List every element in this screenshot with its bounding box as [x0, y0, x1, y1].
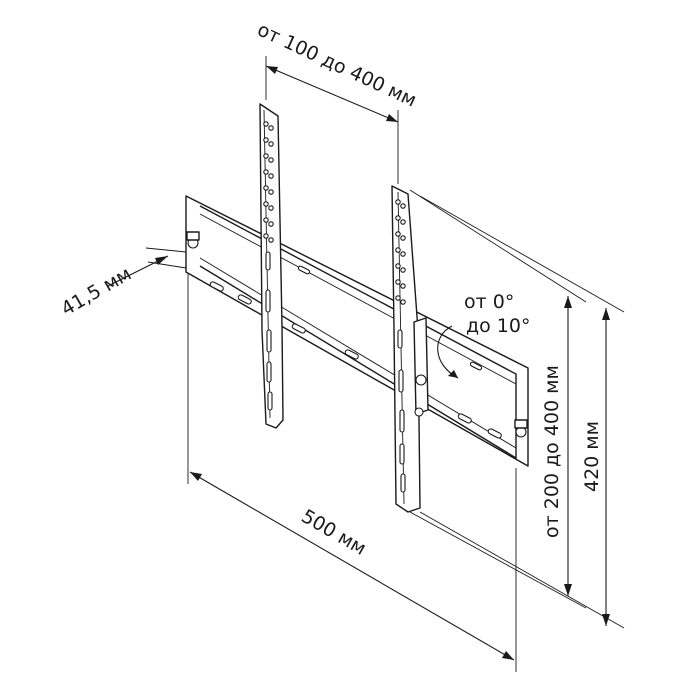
plate-slot	[487, 428, 502, 439]
plate-slot	[469, 361, 483, 371]
left-arm	[259, 103, 284, 429]
plate-slot	[237, 294, 252, 305]
label-tilt-to: до 10°	[466, 315, 530, 337]
label-vertical-spacing: от 200 до 400 мм	[541, 365, 563, 538]
label-width: 500 мм	[298, 505, 370, 560]
hinge-bolt	[414, 407, 424, 417]
label-depth: 41,5 мм	[58, 263, 136, 321]
plate-slot	[344, 349, 359, 360]
plate-slot	[209, 281, 224, 292]
dim-height	[419, 195, 625, 629]
dim-vertical-spacing	[409, 189, 587, 609]
right-arm	[391, 185, 429, 513]
dim-horizontal-spacing	[265, 56, 399, 184]
right-arm-holes	[395, 199, 406, 493]
plate-slot	[291, 323, 306, 334]
left-arm-holes	[263, 121, 274, 411]
plate-slot	[297, 265, 311, 275]
label-tilt-from: от 0°	[464, 291, 514, 313]
plate-slot	[457, 413, 472, 424]
dim-depth	[107, 247, 187, 287]
hinge-knob	[415, 374, 427, 386]
tilt-hinge	[413, 317, 429, 415]
label-height: 420 мм	[581, 421, 603, 492]
tilt-arrow	[437, 325, 459, 379]
label-horizontal-spacing: от 100 до 400 мм	[254, 19, 420, 112]
